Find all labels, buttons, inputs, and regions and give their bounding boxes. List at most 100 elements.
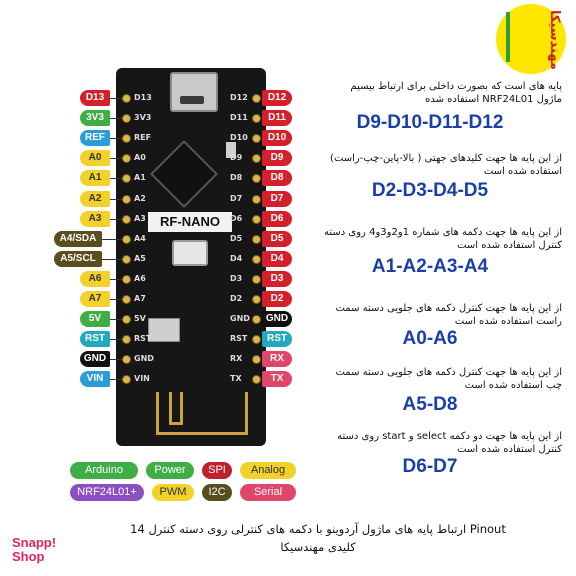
right-pin-label: TX [262, 371, 292, 388]
snapp-shop-brand: Snapp! Shop [12, 535, 57, 564]
left-silk-label: A0 [134, 153, 146, 163]
right-pin-label: D12 [262, 90, 292, 106]
left-silk-label: GND [134, 354, 154, 364]
left-pin-dot [122, 134, 131, 144]
left-pin-label: A1 [80, 170, 110, 187]
right-pin-dot [252, 154, 261, 164]
left-pin-label: A0 [80, 150, 110, 167]
right-pin-dot [252, 355, 261, 365]
right-pin-label: D2 [262, 291, 292, 307]
right-pin-label: D3 [262, 270, 292, 287]
left-pin-dot [122, 154, 131, 164]
left-pin-label: 3V3 [80, 110, 110, 127]
reset-button [172, 240, 208, 266]
left-silk-label: D13 [134, 93, 152, 102]
left-pin-label: A3 [80, 210, 110, 227]
left-pin-line [110, 218, 122, 220]
mohandesika-logo: مهندسیکا [496, 4, 566, 74]
right-pin-label: D8 [262, 170, 292, 187]
legend-item-arduino: Arduino [70, 462, 138, 479]
right-pin-dot [252, 234, 261, 244]
right-pin-dot [252, 214, 261, 224]
left-silk-label: A6 [134, 273, 146, 283]
left-pin-line [110, 339, 122, 341]
right-pin-dot [252, 94, 261, 103]
left-pin-label: A2 [80, 190, 110, 207]
left-silk-label: A7 [134, 294, 146, 303]
legend-item-nrf24l01-: NRF24L01+ [70, 484, 144, 501]
right-pin-label: GND [262, 311, 292, 328]
left-silk-label: REF [134, 133, 152, 143]
right-pin-dot [252, 134, 261, 144]
left-pin-label: 5V [80, 311, 110, 328]
left-pin-dot [122, 194, 131, 204]
right-silk-label: RX [230, 354, 243, 364]
led-component [226, 142, 236, 158]
right-silk-label: D10 [230, 133, 248, 143]
left-pin-dot [122, 114, 131, 124]
right-silk-label: D8 [230, 173, 243, 183]
left-pin-dot [122, 214, 131, 224]
left-silk-label: A5 [134, 253, 146, 263]
legend-item-i2c: I2C [202, 484, 232, 501]
usb-slot [180, 96, 204, 104]
right-pin-label: D5 [262, 230, 292, 247]
left-pin-label: A4/SDA [54, 230, 102, 247]
left-pin-line [110, 178, 122, 180]
left-pin-dot [122, 94, 131, 103]
right-pin-dot [252, 114, 261, 124]
pcb-antenna [156, 392, 248, 435]
right-silk-label: GND [230, 314, 250, 324]
right-silk-label: D4 [230, 253, 243, 263]
left-pin-line [110, 299, 122, 300]
left-silk-label: 5V [134, 314, 146, 324]
left-pin-label: VIN [80, 371, 110, 388]
right-silk-label: D7 [230, 193, 243, 203]
right-silk-label: D11 [230, 113, 248, 123]
legend-item-power: Power [146, 462, 194, 479]
left-silk-label: A4 [134, 233, 146, 243]
right-pin-dot [252, 375, 261, 385]
description-1: پایه های است که بصورت داخلی برای ارتباط … [350, 81, 562, 105]
right-pin-dot [252, 194, 261, 204]
crystal-component [148, 318, 180, 342]
pins-group-1: D9-D10-D11-D12 [356, 112, 504, 133]
left-pin-label: A5/SCL [54, 250, 102, 267]
right-pin-label: RX [262, 351, 292, 368]
left-pin-line [110, 359, 122, 361]
left-pin-dot [122, 254, 131, 264]
right-pin-dot [252, 315, 261, 325]
legend-item-serial: Serial [240, 484, 296, 501]
usb-port [170, 72, 218, 112]
right-silk-label: D3 [230, 273, 243, 283]
left-pin-label: A6 [80, 270, 110, 287]
left-silk-label: A1 [134, 173, 146, 183]
left-pin-line [110, 198, 122, 200]
left-pin-label: A7 [80, 291, 110, 307]
right-pin-dot [252, 274, 261, 284]
left-pin-label: D13 [80, 90, 110, 106]
left-pin-line [110, 138, 122, 140]
left-pin-dot [122, 355, 131, 365]
pins-group-6: D6-D7 [402, 456, 458, 477]
left-pin-line [102, 258, 122, 260]
right-pin-label: D9 [262, 150, 292, 167]
right-pin-label: D10 [262, 130, 292, 147]
right-pin-dot [252, 254, 261, 264]
pins-group-4: A0-A6 [402, 328, 458, 349]
right-silk-label: D2 [230, 294, 243, 303]
right-silk-label: D5 [230, 233, 243, 243]
right-silk-label: TX [230, 374, 242, 384]
logo-bar [506, 12, 510, 62]
left-pin-label: GND [80, 351, 110, 368]
legend-item-spi: SPI [202, 462, 232, 479]
right-silk-label: D9 [230, 153, 243, 163]
left-pin-dot [122, 174, 131, 184]
right-pin-label: D11 [262, 110, 292, 127]
description-6: از این پایه ها جهت دو دکمه select و star… [337, 431, 562, 455]
left-pin-line [110, 379, 122, 381]
left-pin-line [110, 118, 122, 120]
left-pin-line [110, 278, 122, 280]
board-name-label: RF-NANO [148, 212, 232, 232]
caption-text: Pinout ارتباط پایه های ماژول آردوینو با … [130, 522, 506, 554]
